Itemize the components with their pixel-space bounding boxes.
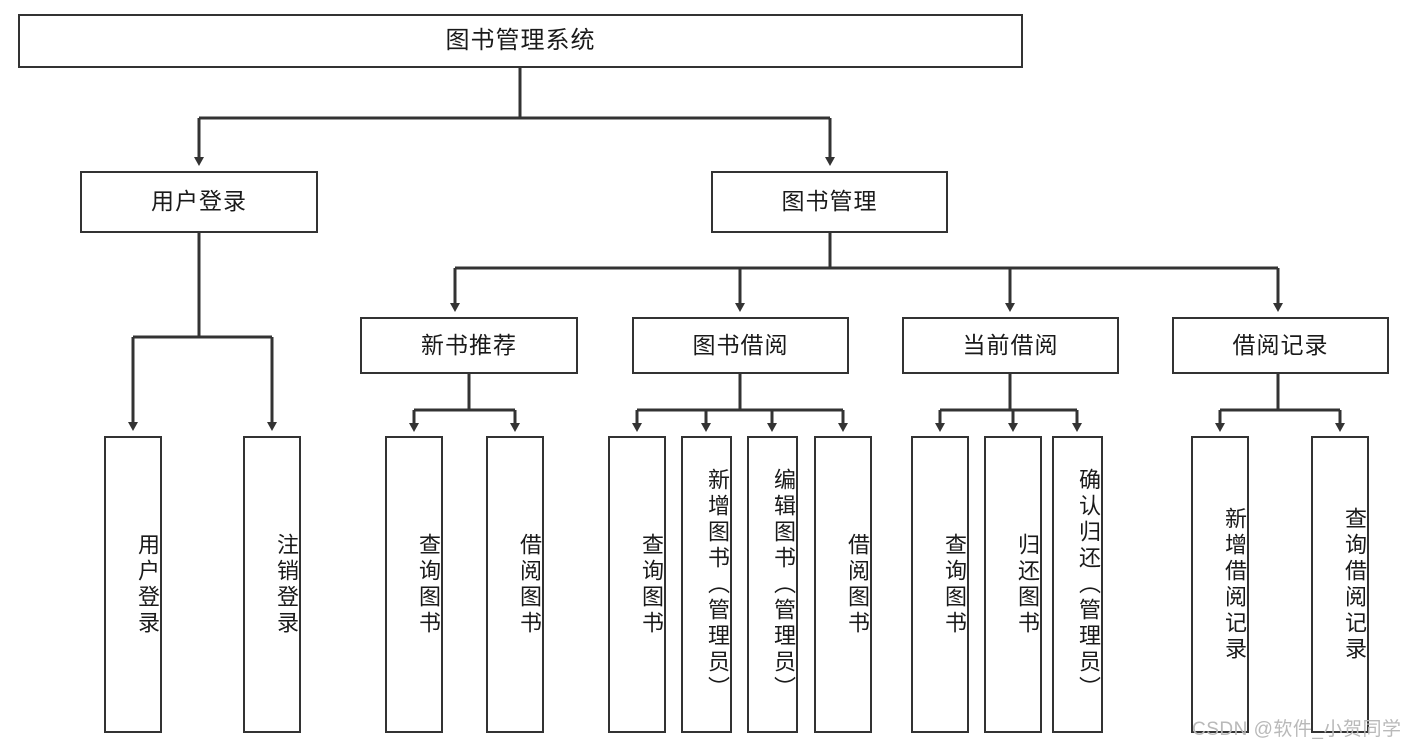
node-leaf-borrow-book-recommend[interactable]: 借阅图书 — [486, 436, 544, 733]
node-root[interactable]: 图书管理系统 — [18, 14, 1023, 68]
node-leaf-add-borrow-record-label: 新增借阅记录 — [1222, 506, 1247, 663]
node-leaf-query-book-current[interactable]: 查询图书 — [911, 436, 969, 733]
node-leaf-user-logout-label: 注销登录 — [274, 532, 299, 637]
node-book-borrow[interactable]: 图书借阅 — [632, 317, 849, 374]
node-leaf-query-book-recommend-label: 查询图书 — [416, 532, 441, 637]
node-leaf-user-login[interactable]: 用户登录 — [104, 436, 162, 733]
node-leaf-edit-book-admin[interactable]: 编辑图书（管理员） — [747, 436, 798, 733]
node-leaf-borrow-book-recommend-label: 借阅图书 — [517, 532, 542, 637]
node-leaf-user-logout[interactable]: 注销登录 — [243, 436, 301, 733]
node-book-manage[interactable]: 图书管理 — [711, 171, 948, 233]
node-borrow-record-label: 借阅记录 — [1232, 331, 1329, 358]
node-new-book-recommend[interactable]: 新书推荐 — [360, 317, 578, 374]
node-leaf-return-book[interactable]: 归还图书 — [984, 436, 1042, 733]
node-current-borrow[interactable]: 当前借阅 — [902, 317, 1119, 374]
node-new-book-recommend-label: 新书推荐 — [421, 331, 517, 358]
node-current-borrow-label: 当前借阅 — [962, 331, 1059, 358]
node-leaf-query-book-borrow-label: 查询图书 — [639, 532, 664, 637]
node-leaf-query-borrow-record[interactable]: 查询借阅记录 — [1311, 436, 1369, 733]
node-leaf-borrow-book-label: 借阅图书 — [845, 532, 870, 637]
node-leaf-add-book-admin-label: 新增图书（管理员） — [705, 467, 730, 702]
node-user-login-label: 用户登录 — [151, 188, 247, 215]
node-leaf-borrow-book[interactable]: 借阅图书 — [814, 436, 872, 733]
node-leaf-edit-book-admin-label: 编辑图书（管理员） — [771, 467, 796, 702]
node-leaf-add-book-admin[interactable]: 新增图书（管理员） — [681, 436, 732, 733]
watermark-text: CSDN @软件_小贺同学 — [1192, 719, 1402, 740]
node-leaf-add-borrow-record[interactable]: 新增借阅记录 — [1191, 436, 1249, 733]
node-user-login[interactable]: 用户登录 — [80, 171, 318, 233]
node-root-label: 图书管理系统 — [445, 26, 596, 54]
node-borrow-record[interactable]: 借阅记录 — [1172, 317, 1389, 374]
node-leaf-confirm-return-admin-label: 确认归还（管理员） — [1076, 467, 1101, 702]
node-leaf-query-borrow-record-label: 查询借阅记录 — [1342, 506, 1367, 663]
node-leaf-query-book-recommend[interactable]: 查询图书 — [385, 436, 443, 733]
node-leaf-return-book-label: 归还图书 — [1015, 532, 1040, 637]
node-leaf-query-book-borrow[interactable]: 查询图书 — [608, 436, 666, 733]
node-book-borrow-label: 图书借阅 — [692, 331, 789, 358]
node-leaf-query-book-current-label: 查询图书 — [942, 532, 967, 637]
node-book-manage-label: 图书管理 — [781, 188, 878, 215]
node-leaf-confirm-return-admin[interactable]: 确认归还（管理员） — [1052, 436, 1103, 733]
node-leaf-user-login-label: 用户登录 — [135, 532, 160, 637]
